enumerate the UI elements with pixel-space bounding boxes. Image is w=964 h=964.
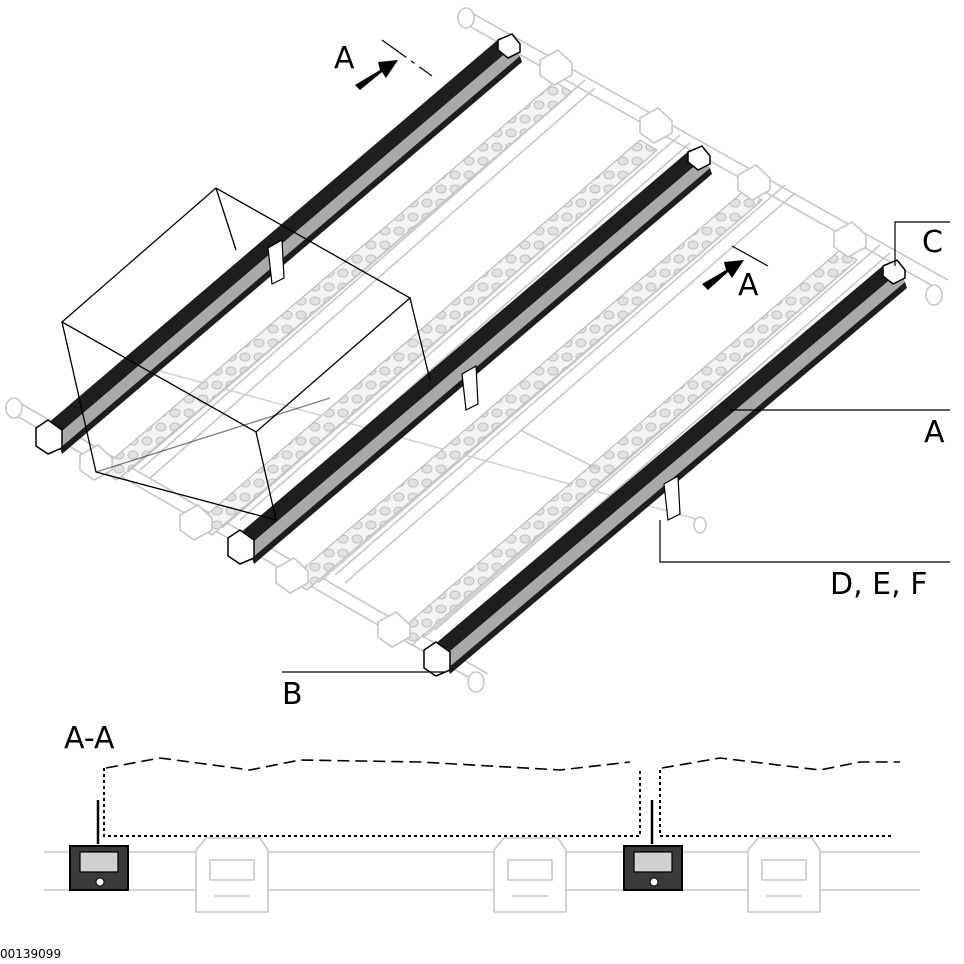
callout-b: B — [282, 671, 444, 712]
section-marker-top: A — [334, 39, 433, 90]
rail-profile — [623, 800, 683, 891]
rail-holder — [461, 364, 479, 411]
rail-holder — [663, 474, 681, 521]
end-cap — [497, 33, 521, 59]
conveyor-frame — [5, 7, 949, 693]
callout-a: A — [730, 409, 950, 450]
end-cap — [227, 529, 255, 565]
guide-rail — [423, 259, 907, 677]
callout-def-label: D, E, F — [830, 567, 927, 602]
roller-track — [393, 249, 859, 646]
section-label-mid: A — [738, 268, 759, 303]
callout-def: D, E, F — [659, 520, 950, 602]
end-cap — [687, 145, 711, 171]
callout-a-label: A — [924, 415, 945, 450]
guide-rail — [227, 145, 712, 565]
rail-profile — [69, 800, 129, 891]
figure-id: 00139099 — [0, 947, 61, 961]
callout-b-label: B — [282, 677, 303, 712]
carton-box — [60, 187, 431, 521]
end-cap — [35, 419, 63, 455]
guide-rail — [35, 33, 522, 455]
rail-holder — [267, 238, 285, 285]
section-marker-mid: A — [702, 245, 769, 303]
end-cap — [423, 641, 451, 677]
callout-c-label: C — [922, 225, 943, 260]
end-cap — [882, 259, 906, 285]
section-title: A-A — [64, 721, 115, 756]
callout-c: C — [894, 221, 950, 266]
section-view: A-A 0013 — [0, 721, 920, 961]
section-label-top: A — [334, 41, 355, 76]
